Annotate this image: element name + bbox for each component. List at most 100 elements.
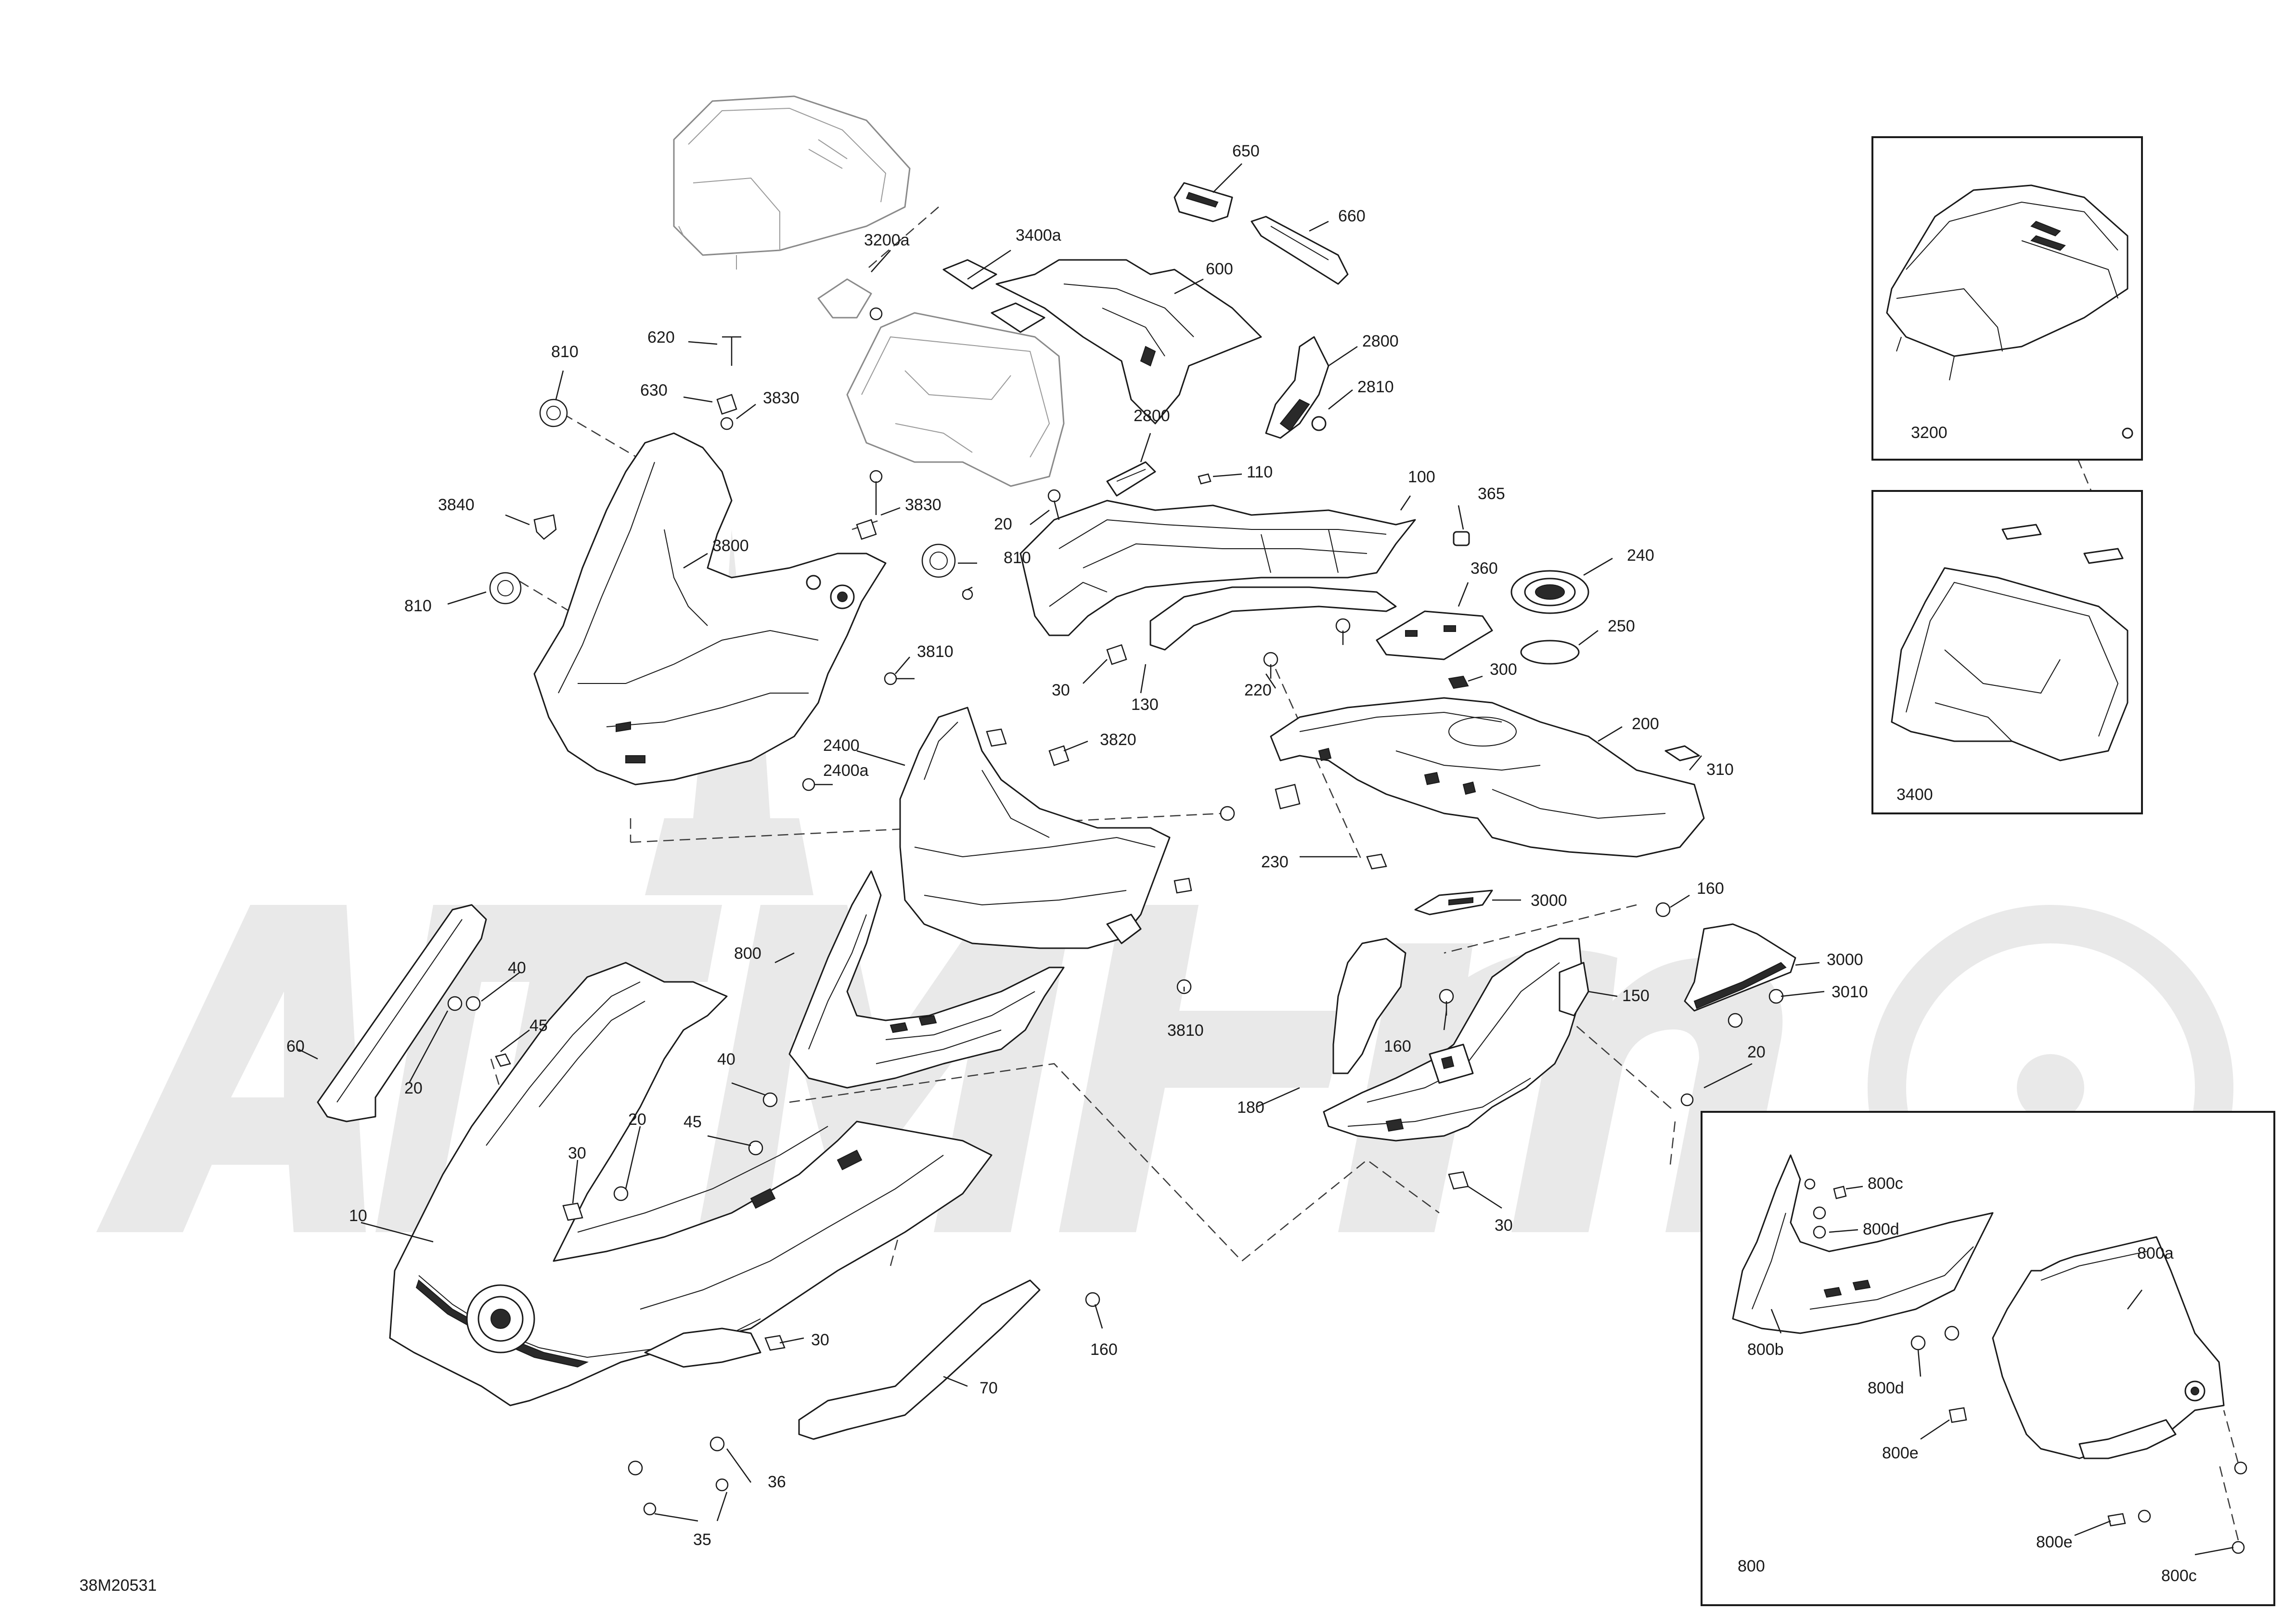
label-3840: 3840 xyxy=(438,496,475,514)
inset-3200-label: 3200 xyxy=(1911,424,1948,442)
label-3830-mid: 3830 xyxy=(905,496,942,514)
part-150 xyxy=(1323,938,1589,1142)
fasteners xyxy=(447,307,1784,1516)
part-300 xyxy=(1448,675,1469,689)
label-3810-top: 3810 xyxy=(917,643,954,661)
label-160-right: 160 xyxy=(1697,879,1724,898)
inset-3200: 3200 xyxy=(1871,136,2143,461)
inset-800: 800 800c 800d 800a 800b 800d 800e 800e 8… xyxy=(1701,1111,2275,1606)
label-810-left: 810 xyxy=(404,597,432,615)
part-250 xyxy=(1520,640,1580,665)
label-20-center: 20 xyxy=(628,1110,646,1129)
part-130 xyxy=(1149,586,1397,651)
label-45-mid: 45 xyxy=(684,1113,702,1131)
part-600 xyxy=(995,259,1262,425)
label-810-mid: 810 xyxy=(1004,549,1031,567)
part-360 xyxy=(1376,610,1493,660)
label-3010: 3010 xyxy=(1832,983,1868,1001)
label-310: 310 xyxy=(1706,760,1734,779)
label-365: 365 xyxy=(1478,485,1505,503)
part-10 xyxy=(389,962,993,1406)
label-810-top: 810 xyxy=(551,343,579,361)
inset-3400: 3400 xyxy=(1871,490,2143,814)
label-20-mid: 20 xyxy=(994,515,1012,533)
label-800d-bottom: 800d xyxy=(1868,1379,1904,1397)
label-800b: 800b xyxy=(1747,1340,1784,1359)
part-180 xyxy=(1332,938,1406,1074)
part-800 xyxy=(788,870,1065,1089)
label-3400a: 3400a xyxy=(1016,226,1061,245)
label-40-top: 40 xyxy=(508,959,526,977)
label-3830-top: 3830 xyxy=(763,389,800,407)
label-620: 620 xyxy=(647,328,675,347)
label-35: 35 xyxy=(693,1531,711,1549)
part-2800-upper xyxy=(1265,336,1329,439)
part-650 xyxy=(1174,182,1233,222)
part-labels: 650 660 3200a 3400a 600 2800 2810 2800 6… xyxy=(79,142,1868,1595)
label-360: 360 xyxy=(1470,559,1498,578)
label-800d-top: 800d xyxy=(1863,1220,1899,1238)
label-800c-top: 800c xyxy=(1868,1174,1903,1193)
label-220: 220 xyxy=(1244,681,1272,699)
label-3820: 3820 xyxy=(1100,731,1136,749)
label-150: 150 xyxy=(1622,987,1650,1005)
part-2400 xyxy=(899,707,1171,949)
part-200 xyxy=(1270,697,1705,858)
label-230: 230 xyxy=(1261,853,1289,871)
label-800: 800 xyxy=(734,944,761,963)
label-36: 36 xyxy=(768,1473,786,1491)
label-2800-upper: 2800 xyxy=(1362,332,1399,350)
label-300: 300 xyxy=(1490,660,1517,679)
label-800e-bottom: 800e xyxy=(2036,1533,2073,1551)
label-160-bottom: 160 xyxy=(1090,1340,1118,1359)
inset-800-label: 800 xyxy=(1738,1557,1765,1575)
label-20-left: 20 xyxy=(404,1079,423,1097)
label-130: 130 xyxy=(1131,696,1159,714)
label-40-mid: 40 xyxy=(717,1050,735,1069)
label-30-bottom: 30 xyxy=(811,1331,829,1349)
part-3000-right xyxy=(1684,923,1796,1012)
label-2400a: 2400a xyxy=(823,761,869,780)
label-45-top: 45 xyxy=(529,1017,548,1035)
part-2800-lower xyxy=(1106,461,1156,497)
label-3000-left: 3000 xyxy=(1531,891,1567,910)
diagram-code: 38M20531 xyxy=(79,1576,157,1595)
part-100 xyxy=(1019,500,1416,636)
label-600: 600 xyxy=(1206,260,1233,278)
leader-lines xyxy=(298,163,1825,1522)
label-660: 660 xyxy=(1338,207,1366,225)
label-180: 180 xyxy=(1237,1098,1264,1117)
inset-3400-label: 3400 xyxy=(1896,786,1933,804)
label-800c-bottom: 800c xyxy=(2161,1567,2197,1585)
label-200: 200 xyxy=(1632,715,1659,733)
part-3800 xyxy=(533,432,887,786)
label-20-right: 20 xyxy=(1747,1043,1766,1061)
label-650: 650 xyxy=(1232,142,1260,160)
label-2400: 2400 xyxy=(823,736,860,755)
part-240 xyxy=(1510,570,1589,614)
part-3000-left xyxy=(1414,889,1493,915)
label-110: 110 xyxy=(1247,463,1273,481)
part-660 xyxy=(1251,216,1349,285)
label-630: 630 xyxy=(640,381,668,399)
label-3810-bottom: 3810 xyxy=(1167,1021,1204,1040)
label-30-left: 30 xyxy=(568,1144,586,1162)
label-3800: 3800 xyxy=(712,537,749,555)
label-30-mid: 30 xyxy=(1052,681,1070,699)
label-10: 10 xyxy=(349,1207,367,1225)
label-2800-lower: 2800 xyxy=(1134,407,1170,425)
label-800e-top: 800e xyxy=(1882,1444,1919,1462)
label-240: 240 xyxy=(1627,546,1654,565)
label-3000-right: 3000 xyxy=(1827,951,1863,969)
label-30-right: 30 xyxy=(1495,1216,1513,1235)
part-3400-ghost xyxy=(817,278,1065,487)
label-100: 100 xyxy=(1408,468,1435,486)
part-310 xyxy=(1664,745,1700,761)
part-3200-ghost xyxy=(673,95,911,270)
part-60 xyxy=(317,904,487,1122)
label-800a: 800a xyxy=(2137,1244,2174,1262)
part-70 xyxy=(798,1279,1041,1440)
part-3400a-pads xyxy=(942,259,1045,333)
